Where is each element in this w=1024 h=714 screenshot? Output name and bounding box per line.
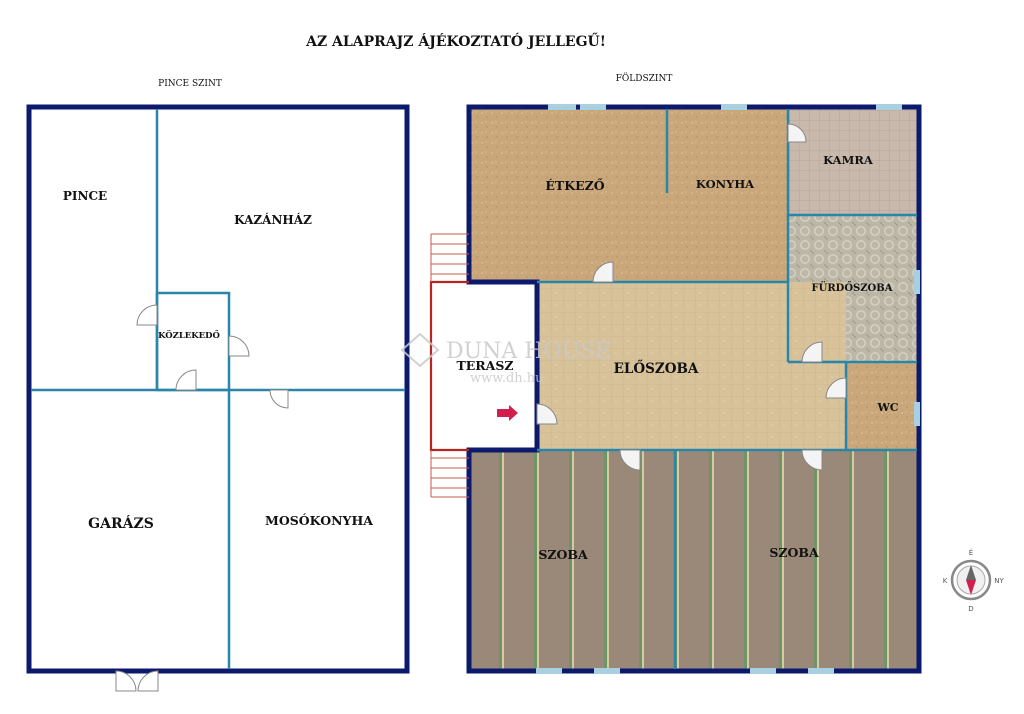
compass-east-label: K bbox=[943, 577, 948, 585]
compass-rose: É D K NY bbox=[943, 548, 1005, 613]
room-label-terasz: TERASZ bbox=[456, 358, 513, 373]
ground-level-label: FÖLDSZINT bbox=[616, 72, 673, 84]
terasz bbox=[429, 233, 518, 498]
terasz-steps-top bbox=[430, 233, 469, 282]
room-label-szoba-2: SZOBA bbox=[769, 545, 819, 560]
plan-disclaimer-title: AZ ALAPRAJZ ÁJÉKOZTATÓ JELLEGŰ! bbox=[305, 32, 606, 50]
watermark: DUNA HOUSE www.dh.hu bbox=[400, 332, 611, 386]
floor-szobak bbox=[469, 450, 917, 671]
terasz-steps-bottom bbox=[430, 450, 469, 498]
floor-etkezo-konyha bbox=[469, 109, 788, 282]
room-label-wc: WC bbox=[876, 401, 898, 414]
basement-plan: PINCE KAZÁNHÁZ KÖZLEKEDŐ GARÁZS MOSÓKONY… bbox=[26, 104, 410, 692]
ground-partitions bbox=[537, 109, 917, 669]
compass-needle-south-icon bbox=[966, 580, 976, 595]
compass-south-label: D bbox=[968, 605, 973, 613]
room-label-szoba-1: SZOBA bbox=[538, 547, 588, 562]
windows bbox=[536, 104, 920, 674]
duna-house-logo-icon bbox=[400, 332, 440, 368]
room-label-garazs: GARÁZS bbox=[88, 514, 154, 532]
basement-door-swings bbox=[115, 304, 289, 692]
compass-west-label: NY bbox=[994, 577, 1004, 585]
room-label-eloszoba: ELŐSZOBA bbox=[614, 360, 699, 377]
room-label-kozlekedo: KÖZLEKEDŐ bbox=[158, 328, 220, 341]
floor-terasz-cutout bbox=[469, 282, 537, 450]
room-label-kamra: KAMRA bbox=[823, 153, 874, 167]
ground-floor-plan: DUNA HOUSE www.dh.hu ÉTKEZŐ KONYHA KAMRA… bbox=[400, 104, 922, 674]
compass-needle-north-icon bbox=[966, 565, 976, 580]
basement-level-label: PINCE SZINT bbox=[158, 79, 222, 89]
entrance-arrow-icon bbox=[497, 405, 518, 421]
room-label-etkezo: ÉTKEZŐ bbox=[545, 178, 604, 193]
ground-door-swings bbox=[536, 123, 847, 471]
room-label-kazanhaz: KAZÁNHÁZ bbox=[234, 212, 312, 227]
floor-wc bbox=[846, 362, 917, 450]
room-label-furdoszoba: FÜRDŐSZOBA bbox=[812, 281, 893, 294]
room-label-mosokonyha: MOSÓKONYHA bbox=[265, 512, 373, 528]
compass-north-label: É bbox=[969, 548, 973, 557]
room-label-pince: PINCE bbox=[63, 189, 107, 203]
floor-kamra bbox=[788, 109, 917, 215]
watermark-url: www.dh.hu bbox=[470, 371, 544, 386]
watermark-brand: DUNA HOUSE bbox=[446, 339, 611, 364]
room-label-konyha: KONYHA bbox=[696, 177, 755, 191]
